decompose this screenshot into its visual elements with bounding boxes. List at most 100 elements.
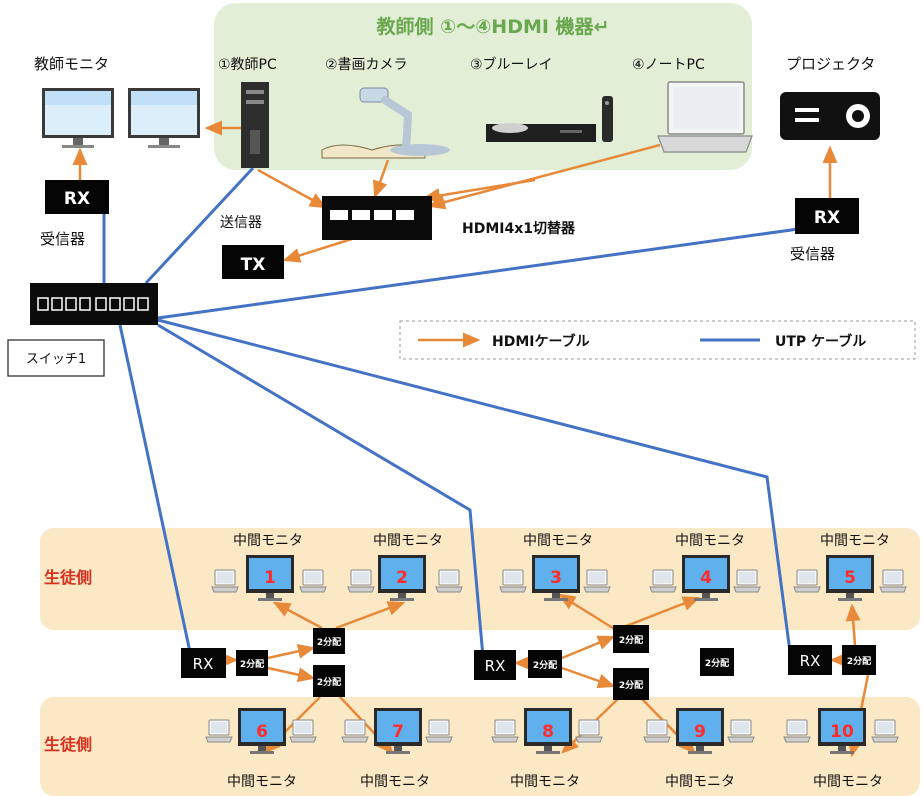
monitor-label: 中間モニタ <box>813 774 883 790</box>
monitor-label: 中間モニタ <box>523 533 593 549</box>
monitor-number: 1 <box>264 568 276 588</box>
monitor-number: 5 <box>844 568 856 588</box>
switch-label-box <box>7 339 105 377</box>
monitor-label: 中間モニタ <box>373 533 443 549</box>
legend-box <box>399 320 916 360</box>
rx-label: RX <box>800 652 821 670</box>
hdmi-cable <box>267 666 316 683</box>
monitor-label: 中間モニタ <box>233 533 303 549</box>
utp-cable <box>157 318 792 653</box>
splitter <box>613 625 649 653</box>
splitter <box>613 668 649 700</box>
splitter-label: 2分配 <box>317 676 341 688</box>
monitor-number: 6 <box>256 722 268 742</box>
hdmi-cable <box>845 603 861 646</box>
monitor-number: 10 <box>830 722 854 742</box>
hdmi-cable <box>282 236 356 263</box>
rx-receiver-student-2 <box>474 650 516 680</box>
splitter <box>842 645 876 675</box>
rx-receiver-student-1 <box>181 648 226 678</box>
receiver-label-right: 受信器 <box>790 245 835 263</box>
document-camera-label: ②書画カメラ <box>325 57 408 73</box>
student-station-9: 9 中間モニタ <box>643 708 755 790</box>
hdmi-cable <box>427 143 661 210</box>
receiver-label-left: 受信器 <box>40 230 85 248</box>
splitter-label: 2分配 <box>847 655 871 667</box>
monitor-number: 9 <box>694 722 706 742</box>
monitor-number: 7 <box>392 722 404 742</box>
monitor-label: 中間モニタ <box>360 774 430 790</box>
monitor-label: 中間モニタ <box>820 533 890 549</box>
splitter-label: 2分配 <box>240 658 264 670</box>
rx-label: RX <box>193 655 214 673</box>
teacher-monitor-label: 教師モニタ <box>34 55 109 73</box>
student-station-7: 7 中間モニタ <box>341 708 453 790</box>
hdmi-switcher <box>322 196 432 240</box>
teacher-pc-tower <box>241 82 269 168</box>
hdmi-cable <box>561 666 616 689</box>
splitter-label: 2分配 <box>533 659 557 671</box>
switch-label: スイッチ1 <box>26 352 86 367</box>
rx-receiver-student-3 <box>788 645 832 675</box>
student-station-2: 2 中間モニタ <box>347 533 463 601</box>
splitter <box>313 628 345 654</box>
rx-receiver-projector <box>795 198 859 234</box>
notebook-pc <box>657 81 753 153</box>
student-station-5: 5 中間モニタ <box>793 533 907 601</box>
splitter-label: 2分配 <box>317 636 341 648</box>
splitter-label: 2分配 <box>619 634 643 646</box>
utp-cable <box>118 324 192 653</box>
student-side-label-top: 生徒側 <box>44 568 92 587</box>
hdmi-cable <box>335 601 406 630</box>
splitter <box>236 650 268 676</box>
utp-cable <box>157 224 821 320</box>
hdmi-cable <box>257 168 328 209</box>
notebook-pc-label: ④ノートPC <box>632 57 705 73</box>
student-station-8: 8 中間モニタ <box>491 708 603 790</box>
tx-transmitter <box>222 245 284 279</box>
transmitter-label: 送信器 <box>220 215 262 231</box>
splitter <box>528 650 562 678</box>
rx-label: RX <box>814 208 840 228</box>
hdmi-switcher-label: HDMI4x1切替器 <box>462 220 576 237</box>
teacher-pc-label: ①教師PC <box>218 57 277 73</box>
legend-hdmi-label: HDMIケーブル <box>492 333 590 350</box>
hdmi-cable <box>557 593 617 632</box>
monitor-number: 2 <box>396 568 408 588</box>
bluray-player <box>486 96 613 142</box>
hdmi-cable <box>615 596 701 632</box>
teacher-monitor-1 <box>42 88 114 148</box>
utp-cable <box>157 323 485 658</box>
monitor-number: 3 <box>550 568 562 588</box>
tx-label: TX <box>241 255 266 275</box>
projector <box>780 92 880 140</box>
hdmi-cable <box>373 159 390 199</box>
splitter-label: 2分配 <box>619 679 643 691</box>
bluray-label: ③ブルーレイ <box>470 56 553 73</box>
student-station-4: 4 中間モニタ <box>649 533 761 601</box>
utp-cables <box>102 166 821 658</box>
monitor-label: 中間モニタ <box>510 774 580 790</box>
student-band-bottom <box>40 697 920 796</box>
hdmi-cable <box>272 601 323 630</box>
document-camera <box>321 87 450 159</box>
student-station-10: 10 中間モニタ <box>783 708 899 790</box>
monitor-number: 4 <box>700 568 712 588</box>
monitor-number: 8 <box>542 722 554 742</box>
teacher-side-panel <box>214 3 752 170</box>
splitter <box>700 648 734 676</box>
monitor-label: 中間モニタ <box>665 774 735 790</box>
student-station-6: 6 中間モニタ <box>205 708 317 790</box>
hdmi-cable <box>267 643 316 660</box>
student-side-label-bottom: 生徒側 <box>44 735 92 754</box>
rx-label: RX <box>485 657 506 675</box>
teacher-monitor-2 <box>128 88 200 148</box>
legend-utp-label: UTP ケーブル <box>775 333 866 350</box>
utp-cable <box>144 166 255 285</box>
network-switch <box>30 283 158 325</box>
rx-receiver-left <box>45 180 109 214</box>
splitter <box>313 665 345 697</box>
projector-label: プロジェクタ <box>786 55 875 73</box>
teacher-side-title: 教師側 ①～④HDMI 機器↵ <box>377 15 610 38</box>
